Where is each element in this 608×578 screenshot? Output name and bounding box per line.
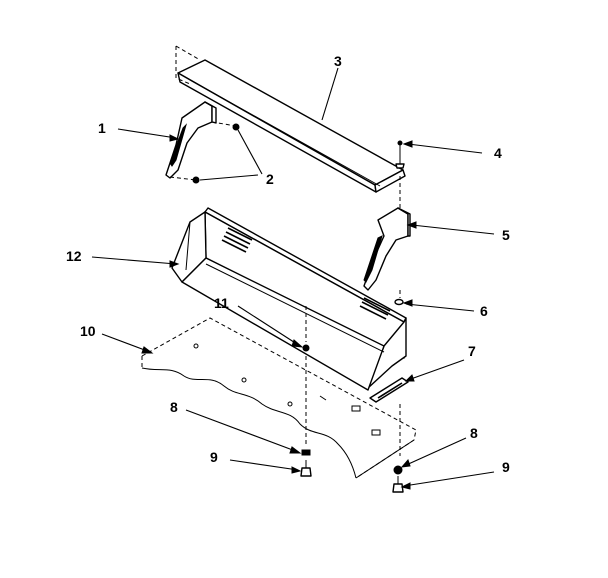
callout-3: 3 (334, 53, 342, 69)
part-4-screw (395, 140, 405, 169)
part-8-9-fasteners-left (300, 449, 312, 477)
part-2-nuts (192, 123, 240, 184)
part-1-bracket (165, 101, 237, 181)
callout-10: 10 (80, 323, 96, 339)
callout-8-right: 8 (470, 425, 478, 441)
callout-12: 12 (66, 248, 82, 264)
leader-lines (91, 67, 495, 490)
callout-9-left: 9 (210, 449, 218, 465)
part-11-nut (302, 306, 310, 446)
callout-9-right: 9 (502, 459, 510, 475)
callout-2: 2 (266, 171, 274, 187)
part-5-bracket (363, 207, 411, 291)
part-7-clip (369, 377, 409, 403)
callout-4: 4 (494, 145, 502, 161)
callout-6: 6 (480, 303, 488, 319)
part-6-washer (394, 290, 404, 306)
callout-1: 1 (98, 120, 106, 136)
callout-labels: 1 2 3 4 5 6 7 8 8 9 9 10 11 12 (66, 53, 510, 475)
part-8-9-fasteners-right (392, 465, 404, 493)
part-12-tray (171, 207, 407, 391)
part-3-shelf (177, 59, 406, 193)
callout-7: 7 (468, 343, 476, 359)
part-10-cabinet-top (141, 317, 417, 479)
callout-11: 11 (214, 295, 229, 311)
callout-8-left: 8 (170, 399, 178, 415)
callout-5: 5 (502, 227, 510, 243)
